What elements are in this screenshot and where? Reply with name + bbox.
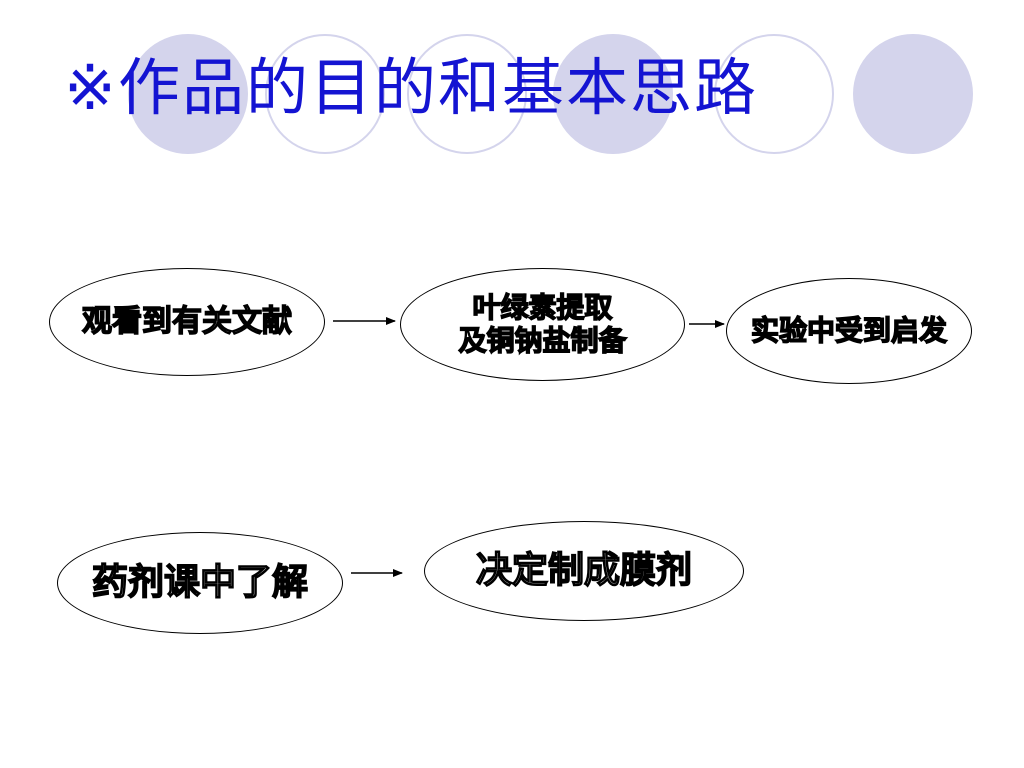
decor-circle: [407, 34, 527, 154]
flow-node-label: 决定制成膜剂: [475, 550, 692, 592]
flow-node-film-decision: 决定制成膜剂: [424, 521, 744, 621]
flow-node-extraction: 叶绿素提取 及铜钠盐制备: [400, 268, 685, 381]
decor-circle: [265, 34, 385, 154]
page-title: ※作品的目的和基本思路: [64, 51, 758, 124]
decor-circle: [128, 34, 248, 154]
flow-node-label: 叶绿素提取 及铜钠盐制备: [458, 291, 627, 357]
decor-circle: [553, 34, 673, 154]
decor-circle: [714, 34, 834, 154]
flow-node-label: 实验中受到启发: [750, 313, 947, 348]
flow-node-literature: 观看到有关文献: [49, 268, 325, 376]
flow-node-inspiration: 实验中受到启发: [726, 278, 972, 384]
flow-node-label: 观看到有关文献: [81, 303, 292, 339]
flow-node-label: 药剂课中了解: [91, 562, 308, 604]
decor-circle: [853, 34, 973, 154]
flow-node-pharmacy-course: 药剂课中了解: [57, 532, 343, 634]
